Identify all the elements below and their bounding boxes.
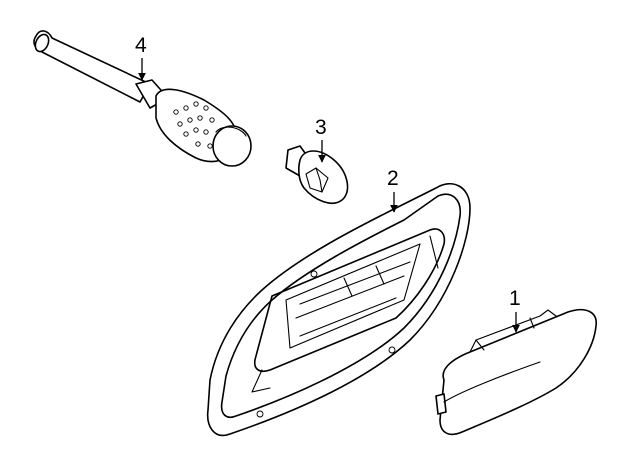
socket-grip-dots (173, 101, 215, 149)
callout-4: 4 (135, 34, 147, 57)
lamp-housing (206, 183, 471, 437)
wedge-bulb (285, 145, 349, 204)
callout-3: 3 (315, 116, 327, 139)
callout-leaders (138, 58, 520, 333)
callout-1: 1 (509, 287, 521, 310)
socket-with-wire (33, 30, 252, 167)
lamp-lens (435, 308, 597, 436)
callout-2: 2 (387, 167, 399, 190)
